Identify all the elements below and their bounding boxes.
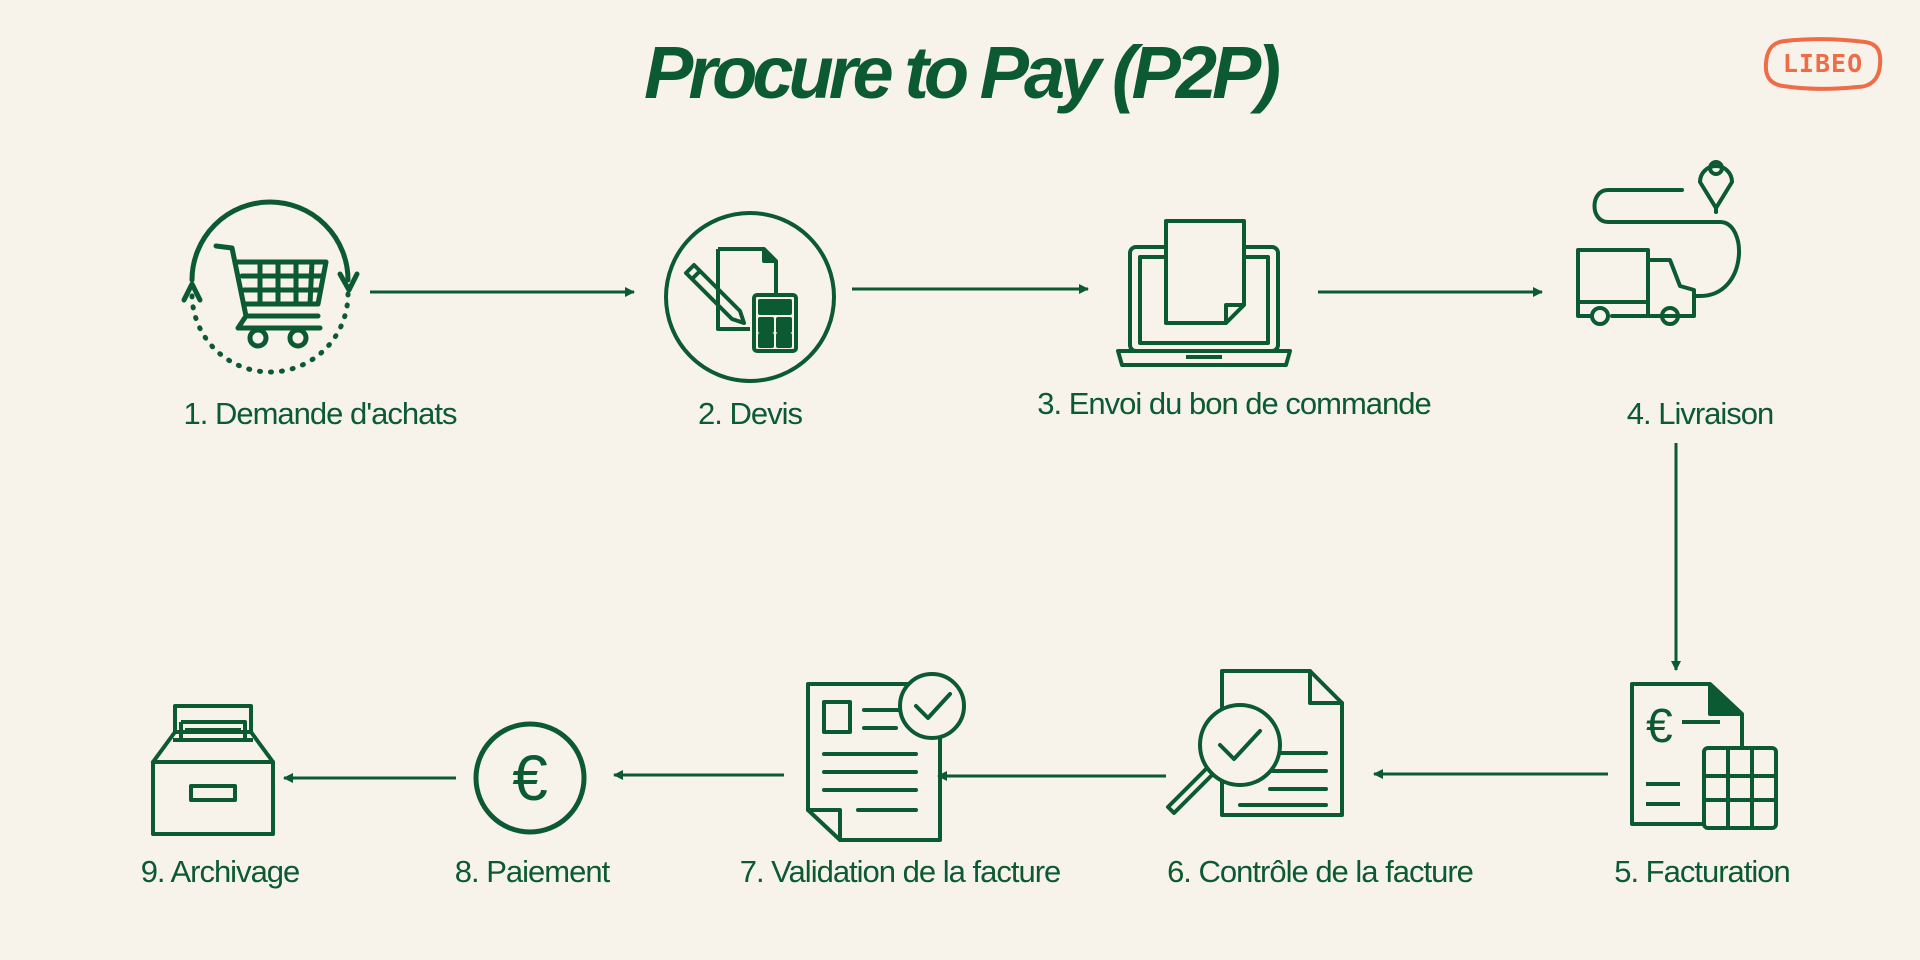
step-8-label: 8. Paiement bbox=[454, 854, 610, 889]
step-7-label: 7. Validation de la facture bbox=[739, 854, 1062, 889]
logo-text: LIBEO bbox=[1782, 49, 1864, 78]
shopping-cart-cycle-icon bbox=[181, 199, 360, 375]
document-magnifier-icon bbox=[1166, 669, 1344, 817]
invoice-euro-icon: € bbox=[1630, 682, 1778, 830]
step-5-label: 5. Facturation bbox=[1614, 854, 1791, 889]
svg-text:€: € bbox=[1646, 700, 1673, 753]
step-9-label: 9. Archivage bbox=[140, 854, 301, 889]
svg-text:€: € bbox=[512, 742, 548, 814]
step-4-label: 4. Livraison bbox=[1626, 396, 1775, 431]
laptop-document-icon bbox=[1116, 219, 1292, 367]
archive-box-icon bbox=[151, 704, 275, 836]
page-title: Procure to Pay (P2P) bbox=[643, 31, 1281, 114]
step-3-label: 3. Envoi du bon de commande bbox=[1037, 386, 1432, 421]
euro-coin-icon: € bbox=[473, 721, 587, 835]
quote-calculator-icon bbox=[664, 211, 836, 383]
delivery-truck-icon bbox=[1576, 160, 1741, 326]
step-1-label: 1. Demande d'achats bbox=[183, 396, 458, 431]
step-6-label: 6. Contrôle de la facture bbox=[1167, 854, 1474, 889]
document-checkmark-icon bbox=[806, 672, 966, 842]
step-2-label: 2. Devis bbox=[698, 396, 803, 431]
libeo-logo: LIBEO bbox=[1763, 37, 1883, 91]
